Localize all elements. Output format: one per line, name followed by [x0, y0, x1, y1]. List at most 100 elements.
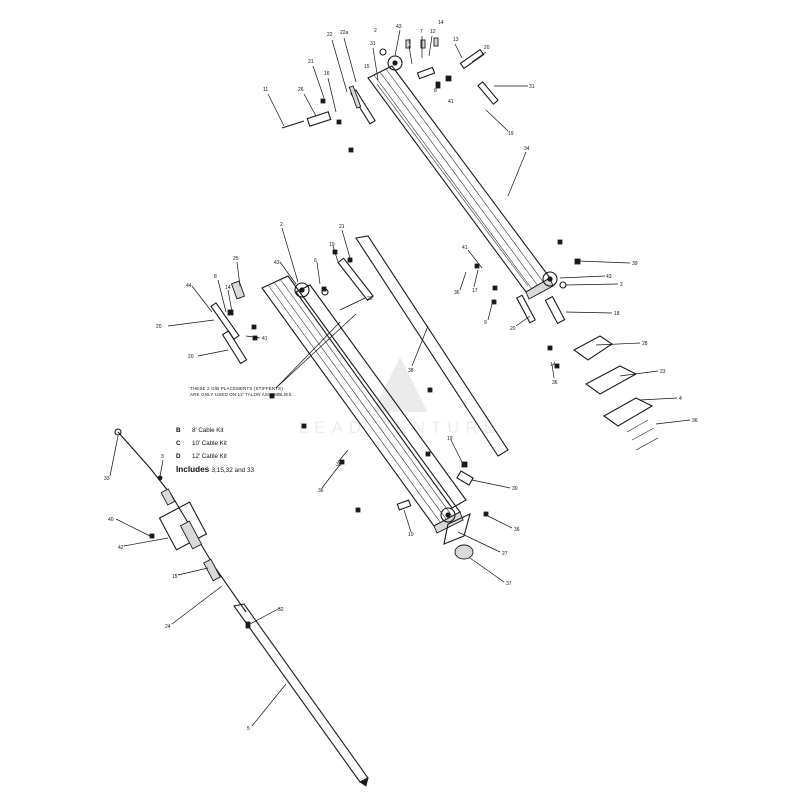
callout-8: 8: [434, 88, 437, 94]
legend-item: B 8' Cable Kit: [176, 424, 254, 437]
middle-rail-body: [261, 275, 461, 527]
callout-34: 34: [524, 146, 530, 152]
callout-22a: 22a: [340, 30, 349, 36]
callout-26: 26: [298, 87, 304, 93]
callout-31: 31: [370, 41, 376, 47]
callout-32: 32: [278, 607, 284, 613]
upper-rail-end-cap: [525, 277, 554, 300]
callout-30: 30: [512, 486, 518, 492]
callout-15: 15: [364, 64, 370, 70]
middle-bottom-pulley: [440, 507, 456, 523]
plate-28: [572, 335, 613, 361]
bolt-part: [405, 39, 411, 49]
assembly-note: THESE 2 O/B PLACEMENTS (STIFFENTS) ARE O…: [190, 386, 293, 397]
callout-20d: 20: [188, 354, 194, 360]
callout-39: 39: [632, 261, 638, 267]
callout-21b: 21: [339, 224, 345, 230]
callout-6: 6: [314, 258, 317, 264]
callout-8b: 8: [214, 274, 217, 280]
plate-4: [602, 397, 654, 427]
callout-20b: 20: [510, 326, 516, 332]
callout-17: 17: [472, 288, 478, 294]
callout-15b: 15: [172, 574, 178, 580]
plate-27: [443, 513, 471, 545]
callout-42: 42: [118, 545, 124, 551]
callout-44: 44: [186, 283, 192, 289]
clip-30: [456, 470, 474, 486]
roller-sleeve: [306, 111, 332, 127]
callout-1: 1: [408, 39, 411, 45]
side-bracket-upper: [459, 48, 485, 70]
legend-letter: C: [176, 440, 181, 447]
callout-35: 35: [336, 462, 342, 468]
callout-43c: 43: [274, 260, 280, 266]
callout-11: 11: [263, 87, 268, 93]
middle-inner-track: [295, 284, 467, 509]
pin-part: [281, 120, 305, 129]
callout-43: 43: [396, 24, 402, 30]
callout-5: 5: [247, 726, 250, 732]
callout-33: 33: [104, 476, 110, 482]
callout-43b: 43: [606, 274, 612, 280]
callout-40: 40: [108, 517, 114, 523]
callout-2c: 2: [280, 222, 283, 228]
middle-left-plate-upper: [210, 302, 240, 340]
callout-36b: 36: [552, 380, 558, 386]
middle-left-plate-lower: [221, 330, 248, 365]
legend-item: C 10' Cable Kit: [176, 437, 254, 450]
includes-label: Includes: [176, 465, 210, 474]
legend-label: 10' Cable Kit: [192, 440, 227, 447]
legend-letter: B: [176, 427, 181, 434]
callout-14: 14: [438, 20, 444, 26]
lower-side-plate: [516, 294, 536, 324]
plate-23: [584, 365, 638, 395]
spacer-block: [416, 66, 436, 80]
callout-36d: 36: [318, 488, 324, 494]
callout-41c: 41: [262, 336, 268, 342]
callout-24: 24: [165, 624, 171, 630]
callout-31b: 31: [529, 84, 535, 90]
callout-19: 19: [508, 131, 514, 137]
callout-14b: 14: [550, 362, 556, 368]
long-bar-38: [355, 235, 509, 457]
post-part: [230, 280, 246, 300]
callout-2: 2: [374, 28, 377, 34]
callout-38: 38: [408, 368, 414, 374]
callout-20: 20: [484, 45, 490, 51]
callout-23: 23: [660, 369, 666, 375]
legend-letter: D: [176, 453, 181, 460]
includes-parts: 3,15,32 and 33: [211, 467, 255, 474]
callout-19c: 19: [447, 436, 453, 442]
callout-3: 3: [161, 454, 164, 460]
spring-top: [160, 488, 176, 506]
callout-41b: 41: [462, 245, 468, 251]
callout-28: 28: [642, 341, 648, 347]
callout-18: 18: [614, 311, 620, 317]
washer-part: [379, 48, 387, 56]
side-bracket-lower: [477, 81, 499, 105]
callout-19b: 19: [329, 242, 335, 248]
leader-lines: [109, 29, 691, 727]
callout-4: 4: [679, 396, 682, 402]
callout-27: 27: [502, 551, 508, 557]
spring-bottom: [203, 558, 221, 582]
callout-36: 36: [454, 290, 460, 296]
callout-13: 13: [453, 37, 459, 43]
callout-20c: 20: [156, 324, 162, 330]
callout-21: 21: [308, 59, 314, 65]
guide-bar: [544, 295, 566, 325]
includes-line: Includes 3,15,32 and 33: [176, 463, 254, 478]
callout-2b: 2: [620, 282, 623, 288]
callout-25: 25: [233, 256, 239, 262]
legend-label: 8' Cable Kit: [192, 427, 224, 434]
note-line-1: THESE 2 O/B PLACEMENTS (STIFFENTS): [190, 386, 283, 391]
callout-14c: 14: [225, 285, 231, 291]
callout-7: 7: [420, 29, 423, 35]
note-line-2: ARE ONLY USED ON 12' TALON ASSEMBLIES.: [190, 392, 293, 397]
pole-5: [233, 603, 369, 783]
callout-10: 10: [408, 532, 414, 538]
callout-36c: 36: [692, 418, 698, 424]
bushing-37: [454, 544, 474, 560]
